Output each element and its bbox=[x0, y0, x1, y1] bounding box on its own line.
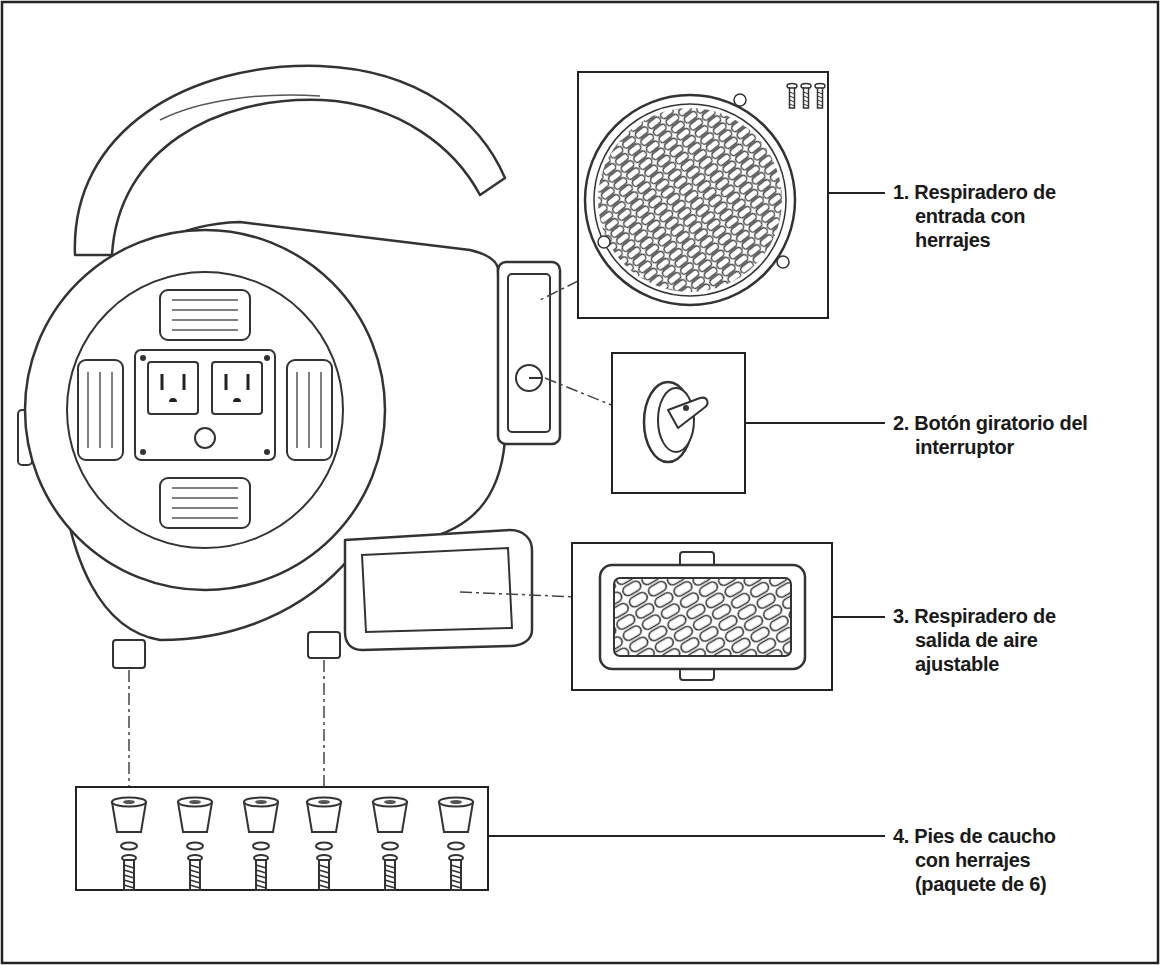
knob-grip bbox=[668, 398, 707, 428]
reset-button bbox=[195, 428, 215, 448]
screw-tab bbox=[777, 256, 789, 268]
pointer-line bbox=[323, 660, 325, 795]
rubber-foot bbox=[178, 798, 212, 891]
switch-panel bbox=[508, 274, 550, 432]
leader-line bbox=[832, 616, 885, 618]
rubber-foot bbox=[373, 798, 407, 891]
outlet bbox=[212, 362, 262, 414]
vent-slots bbox=[88, 372, 112, 448]
screw bbox=[787, 84, 797, 109]
leader-line bbox=[745, 422, 885, 424]
part-label: 3. Respiradero de salida de aire ajustab… bbox=[893, 604, 1090, 676]
outlet-slots bbox=[162, 374, 248, 390]
screw-tab bbox=[598, 236, 610, 248]
plate-screw bbox=[140, 355, 146, 361]
leader-line bbox=[488, 835, 885, 837]
outlet-ground bbox=[169, 398, 241, 402]
switch-housing bbox=[498, 262, 560, 444]
vent-slots bbox=[172, 300, 238, 330]
plate-screw bbox=[140, 449, 146, 455]
rubber-foot bbox=[112, 798, 146, 891]
handle bbox=[75, 66, 505, 255]
housing bbox=[25, 230, 385, 590]
inset-box bbox=[612, 353, 745, 493]
inset-box bbox=[76, 787, 488, 890]
outlet-grille-frame bbox=[600, 565, 805, 669]
outlet-grille-mesh bbox=[614, 578, 791, 656]
part-label: 1. Respiradero de entrada con herrajes bbox=[893, 180, 1090, 252]
foot-mount bbox=[308, 632, 340, 658]
vent-right bbox=[287, 360, 332, 460]
screw bbox=[815, 84, 825, 109]
rubber-foot bbox=[307, 798, 341, 891]
grille-mesh bbox=[590, 100, 790, 300]
duct-opening bbox=[362, 548, 512, 632]
outlet bbox=[148, 362, 198, 414]
grille-ring bbox=[585, 95, 795, 305]
rubber-foot bbox=[244, 798, 278, 891]
vent-slots bbox=[172, 488, 238, 518]
screw-tab bbox=[734, 94, 746, 106]
inset-box bbox=[572, 543, 832, 690]
part-label: 2. Botón giratorio del interruptor bbox=[893, 411, 1090, 459]
vent-top bbox=[160, 290, 250, 340]
switch-knob bbox=[516, 365, 542, 391]
vent-left bbox=[78, 360, 123, 460]
vent-slots bbox=[297, 372, 321, 448]
foot-mount bbox=[113, 640, 145, 668]
pointer-line bbox=[128, 670, 130, 795]
outlet-plate bbox=[135, 350, 275, 460]
leader-line bbox=[828, 192, 885, 194]
knob-dot bbox=[683, 405, 689, 411]
vent-bottom bbox=[160, 478, 250, 528]
handle-detail bbox=[160, 95, 320, 120]
housing-face bbox=[67, 272, 343, 548]
rubber-foot bbox=[439, 798, 473, 891]
plate-screw bbox=[264, 355, 270, 361]
part-label: 4. Pies de caucho con herrajes (paquete … bbox=[893, 824, 1090, 896]
inset-box bbox=[578, 72, 828, 318]
knob-pointer bbox=[529, 377, 542, 379]
outlet-duct bbox=[345, 530, 532, 650]
plate-screw bbox=[264, 449, 270, 455]
screw bbox=[801, 84, 811, 109]
